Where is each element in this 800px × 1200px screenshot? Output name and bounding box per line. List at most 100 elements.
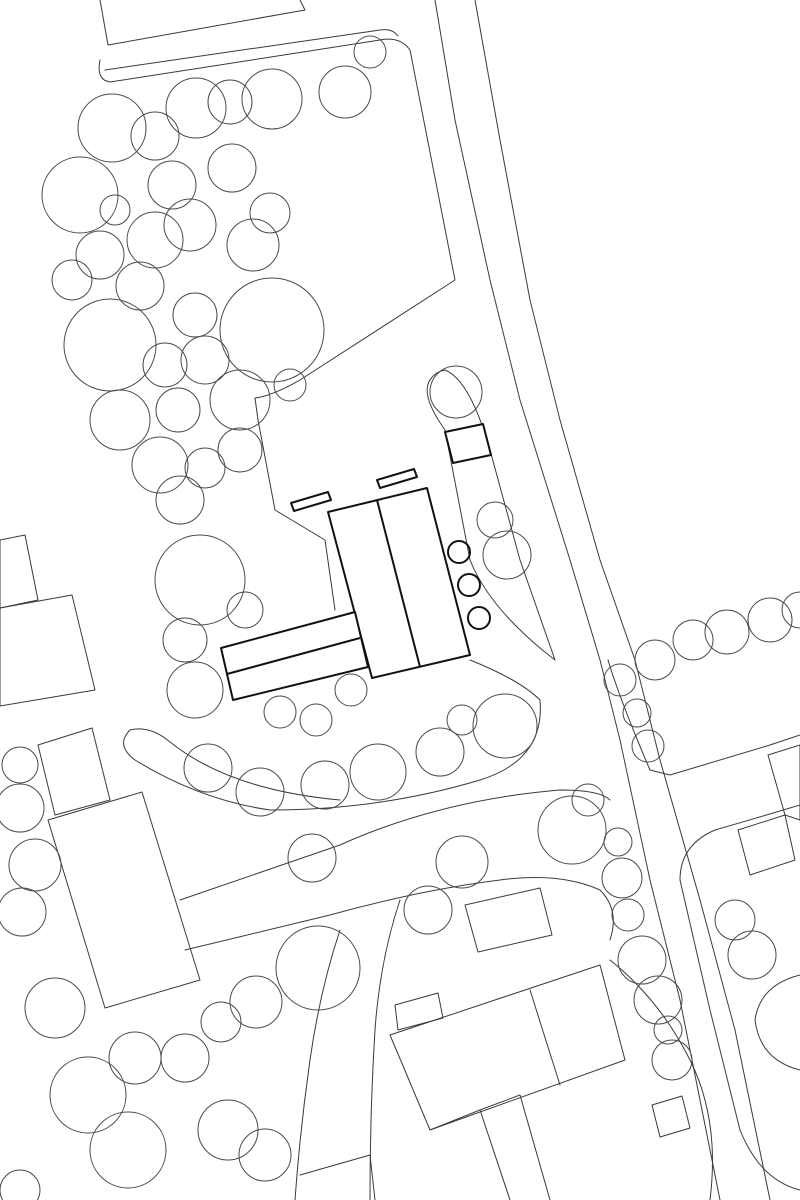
- kiosk-square: [444, 423, 492, 464]
- tree-canopy: [0, 1169, 41, 1200]
- tree-canopy: [155, 475, 205, 525]
- bollard-1: [447, 540, 471, 564]
- tree-canopy: [154, 534, 246, 626]
- tree-canopy: [207, 79, 253, 125]
- tree-canopy: [155, 387, 201, 433]
- tree-canopy: [219, 277, 325, 383]
- tree-canopy: [631, 729, 665, 763]
- tree-canopy: [172, 292, 218, 338]
- tree-canopy: [126, 211, 184, 269]
- tree-canopy: [415, 727, 465, 777]
- tree-canopy: [653, 1015, 683, 1045]
- tree-canopy: [287, 833, 337, 883]
- tree-canopy: [300, 760, 350, 810]
- tree-canopy: [704, 609, 750, 655]
- tree-canopy: [184, 447, 226, 489]
- tree-canopy: [235, 767, 285, 817]
- tree-canopy: [142, 342, 188, 388]
- tree-canopy: [603, 663, 637, 697]
- south-curve-road-bottom: [179, 789, 611, 901]
- tree-canopy: [714, 899, 756, 941]
- tree-canopy: [108, 1031, 162, 1085]
- tree-canopy: [197, 1099, 259, 1161]
- building-south-annex: [394, 992, 444, 1031]
- building-west-1: [0, 534, 39, 609]
- tree-canopy: [229, 975, 283, 1029]
- tree-canopy: [429, 365, 483, 419]
- tree-canopy: [353, 35, 387, 69]
- tree-canopy: [603, 827, 633, 857]
- tree-canopy: [781, 591, 800, 629]
- tree-canopy: [0, 783, 45, 833]
- southwest-road: [369, 899, 401, 1200]
- parking-bar-west: [290, 491, 332, 512]
- building-south-left-bottom: [299, 1154, 376, 1200]
- tree-canopy: [672, 619, 714, 661]
- building-central-south: [464, 887, 553, 953]
- southwest-road-left: [294, 929, 341, 1200]
- building-south-large: [389, 964, 626, 1131]
- tree-canopy: [183, 743, 233, 793]
- main-building-ridge: [376, 499, 421, 668]
- tree-canopy: [200, 1001, 242, 1043]
- tree-canopy: [622, 698, 652, 728]
- building-south-lower: [429, 1094, 551, 1200]
- tree-canopy: [476, 501, 514, 539]
- tree-canopy: [601, 857, 643, 899]
- tree-canopy: [115, 261, 165, 311]
- tree-canopy: [334, 673, 368, 707]
- tree-canopy: [209, 369, 271, 431]
- tree-canopy: [633, 975, 683, 1025]
- main-road-west-edge: [434, 0, 721, 1200]
- bollard-2: [457, 573, 481, 597]
- building-east-2: [767, 744, 800, 821]
- parking-bar-east: [376, 468, 418, 489]
- tree-canopy: [747, 597, 793, 643]
- tree-canopy: [160, 1033, 210, 1083]
- tree-canopy: [226, 591, 264, 629]
- tree-canopy: [180, 335, 230, 385]
- tree-canopy: [435, 835, 489, 889]
- south-curve-road-lower: [184, 877, 614, 951]
- tree-canopy: [403, 885, 453, 935]
- tree-canopy: [318, 65, 372, 119]
- tree-canopy: [41, 156, 119, 234]
- building-south-divider: [529, 989, 561, 1086]
- tree-canopy: [51, 259, 93, 301]
- tree-canopy: [217, 427, 263, 473]
- tree-canopy: [75, 230, 125, 280]
- tree-canopy: [147, 160, 197, 210]
- top-parking-path-inner: [104, 29, 399, 71]
- top-parking-path: [98, 38, 456, 421]
- tree-canopy: [77, 93, 147, 163]
- tree-canopy: [130, 111, 180, 161]
- tree-canopy: [275, 925, 361, 1011]
- project-buildings-layer: [220, 423, 492, 701]
- tree-canopy: [89, 1111, 167, 1189]
- tree-canopy: [651, 1039, 693, 1081]
- tree-canopy: [482, 530, 532, 580]
- tree-canopy: [611, 898, 645, 932]
- tree-canopy: [446, 704, 478, 736]
- trees-layer: [0, 35, 800, 1200]
- building-east-1: [737, 814, 796, 876]
- tree-canopy: [207, 143, 257, 193]
- bollard-3: [467, 606, 491, 630]
- east-side-road: [607, 659, 800, 776]
- southeast-curve: [609, 959, 713, 1200]
- main-road-east-edge: [474, 0, 771, 1200]
- tree-canopy: [1, 746, 39, 784]
- tree-canopy: [472, 693, 538, 759]
- tree-canopy: [163, 198, 217, 252]
- tree-canopy: [727, 930, 777, 980]
- tree-canopy: [263, 695, 297, 729]
- tree-canopy: [226, 218, 280, 272]
- tree-canopy: [131, 436, 189, 494]
- neighbor-buildings-layer: [0, 534, 800, 1200]
- tree-canopy: [249, 192, 291, 234]
- tree-canopy: [89, 389, 151, 451]
- tree-canopy: [273, 368, 307, 402]
- tree-canopy: [299, 703, 333, 737]
- south-curve-road-top: [123, 659, 541, 811]
- tree-canopy: [537, 795, 607, 865]
